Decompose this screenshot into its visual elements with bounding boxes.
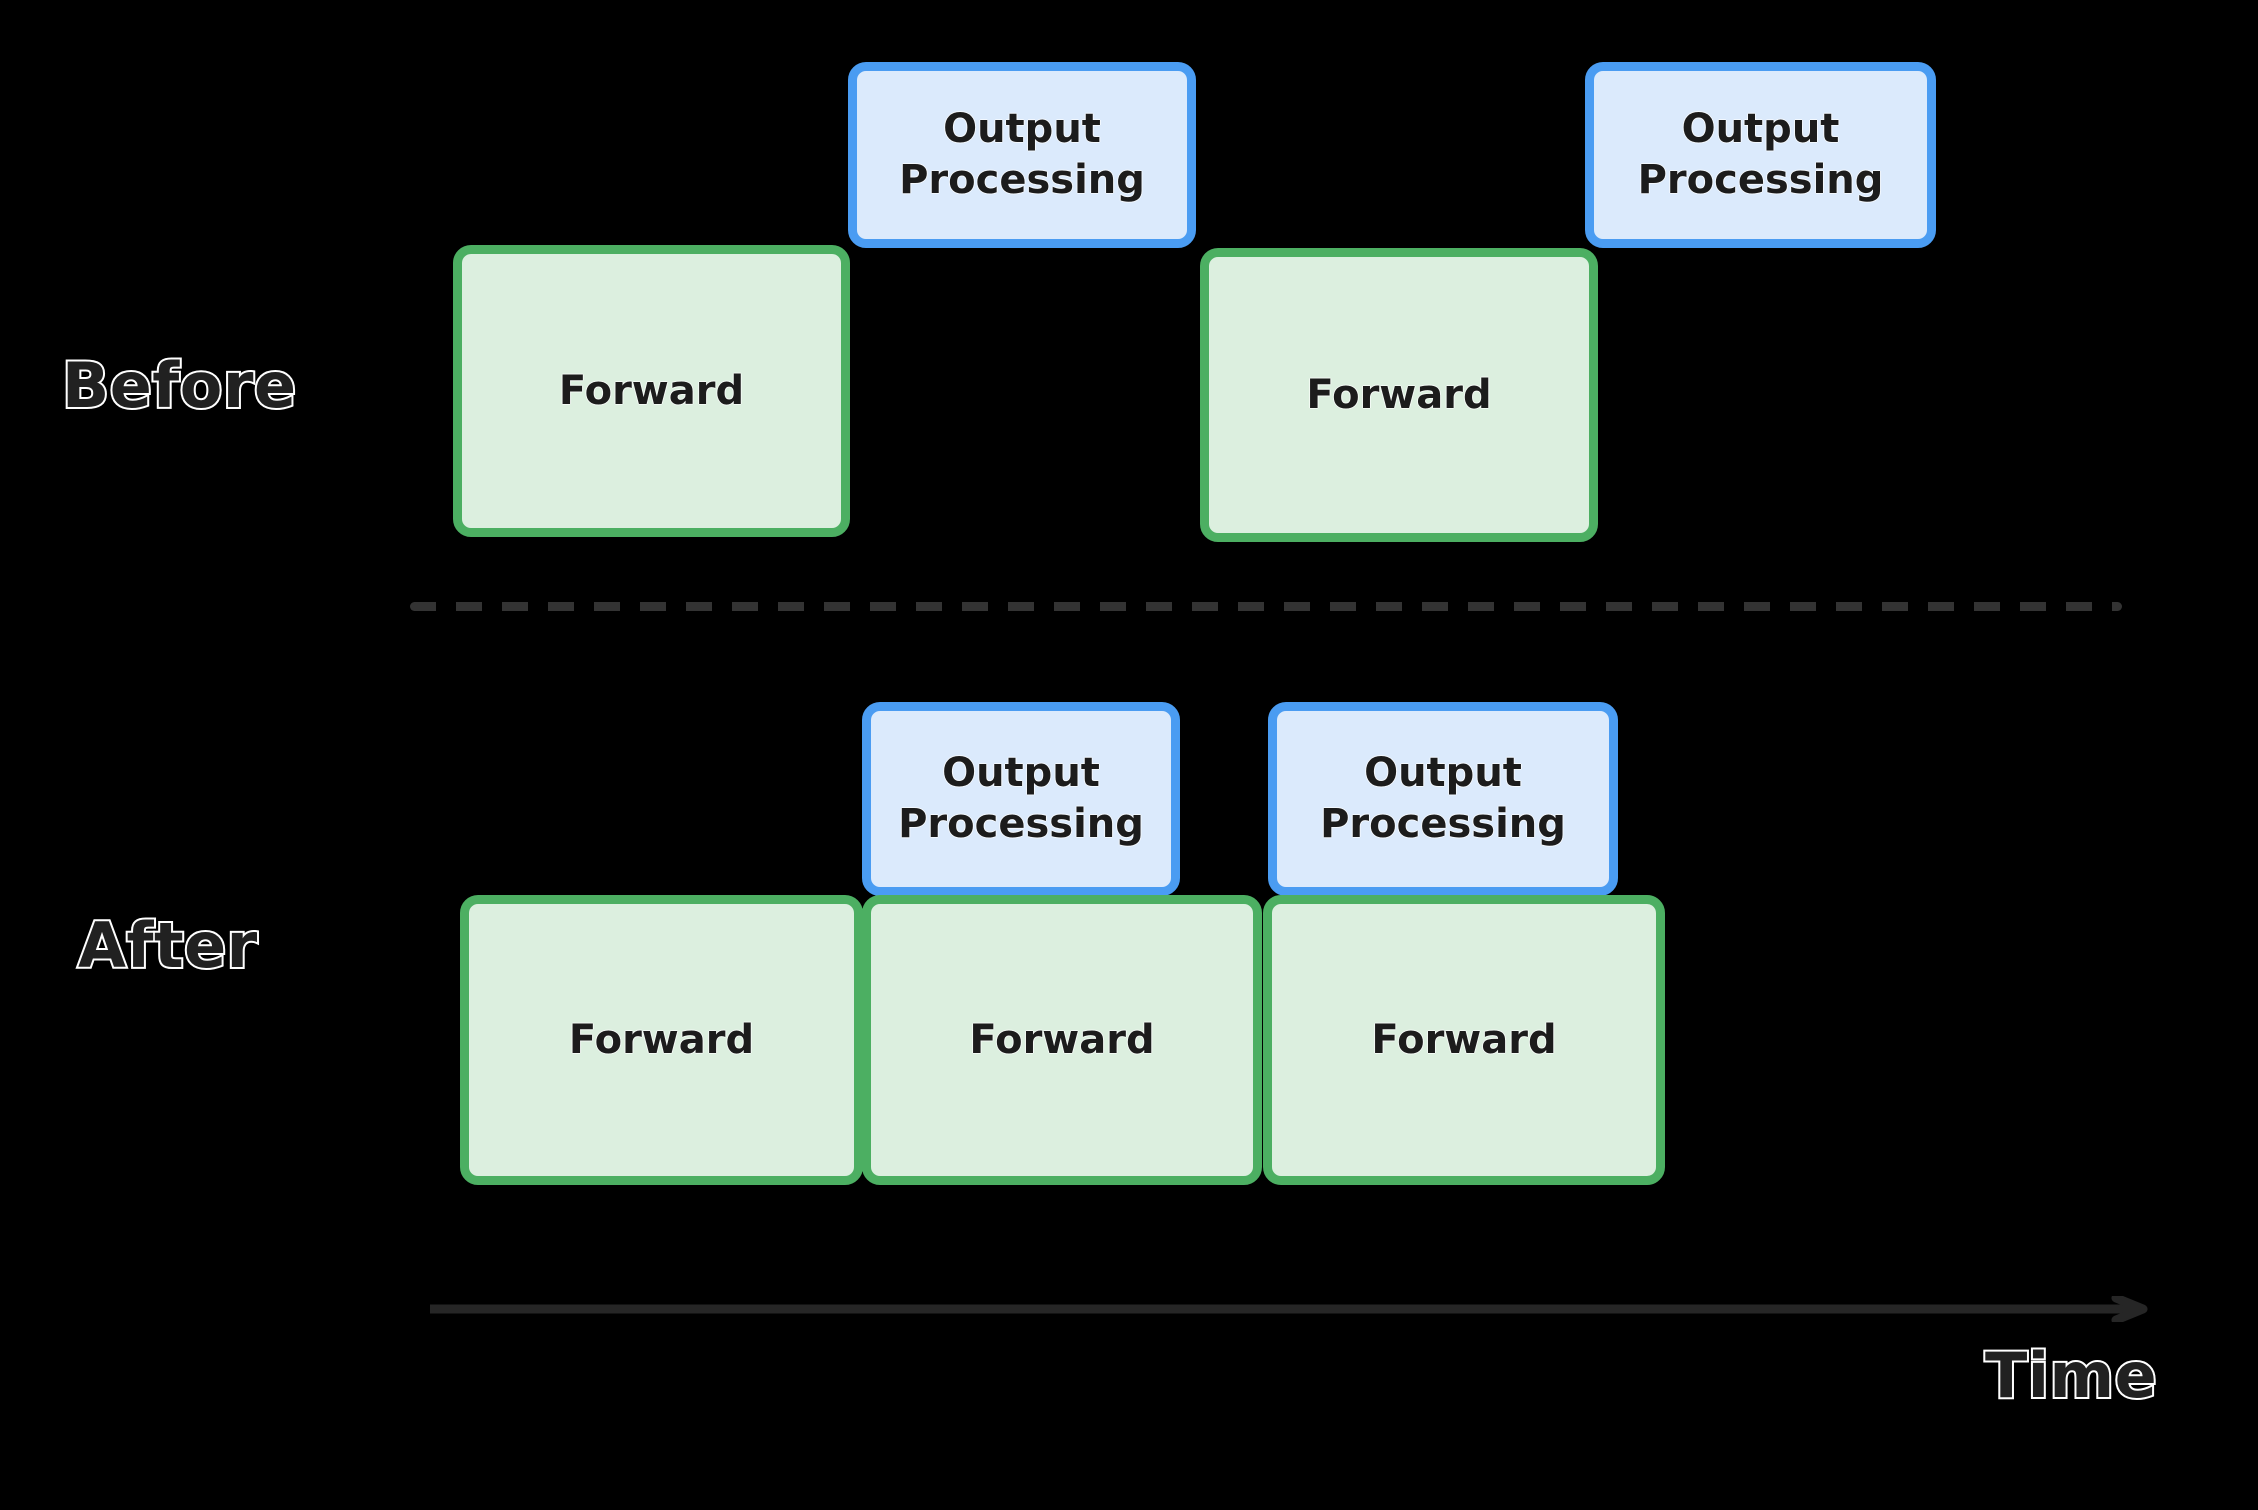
block-label-line2: Processing bbox=[1320, 801, 1566, 847]
time-axis-label: Time bbox=[1983, 1339, 2159, 1412]
block-label: Forward bbox=[558, 368, 745, 414]
after-forward-block-2: Forward bbox=[862, 895, 1262, 1185]
after-forward-block-1: Forward bbox=[460, 895, 863, 1185]
block-label: Output Processing bbox=[899, 104, 1145, 206]
after-output-processing-block-2: Output Processing bbox=[1268, 702, 1618, 896]
section-divider-dashed-line bbox=[410, 602, 2122, 611]
block-label: Output Processing bbox=[898, 748, 1144, 850]
before-forward-block-2: Forward bbox=[1200, 248, 1598, 542]
row-label-before: Before bbox=[60, 349, 298, 422]
block-label-line2: Processing bbox=[1637, 157, 1884, 203]
block-label-line1: Output bbox=[942, 749, 1100, 796]
after-output-processing-block-1: Output Processing bbox=[862, 702, 1180, 896]
block-label: Forward bbox=[568, 1017, 755, 1063]
before-output-processing-block-1: Output Processing bbox=[848, 62, 1196, 248]
block-label-line2: Processing bbox=[898, 801, 1144, 847]
block-label: Output Processing bbox=[1638, 104, 1884, 206]
block-label: Forward bbox=[969, 1017, 1155, 1063]
block-label-line1: Output bbox=[1681, 105, 1840, 152]
before-forward-block-1: Forward bbox=[453, 245, 850, 537]
time-axis-arrow bbox=[430, 1296, 2150, 1322]
row-label-after: After bbox=[76, 909, 259, 982]
after-forward-block-3: Forward bbox=[1263, 895, 1665, 1185]
block-label: Forward bbox=[1371, 1017, 1557, 1063]
block-label-line2: Processing bbox=[899, 157, 1145, 203]
block-label-line1: Output bbox=[943, 105, 1101, 152]
before-output-processing-block-2: Output Processing bbox=[1585, 62, 1936, 248]
time-arrow-icon bbox=[430, 1296, 2148, 1322]
block-label: Output Processing bbox=[1320, 748, 1566, 850]
block-label: Forward bbox=[1306, 372, 1492, 418]
block-label-line1: Output bbox=[1364, 749, 1522, 796]
